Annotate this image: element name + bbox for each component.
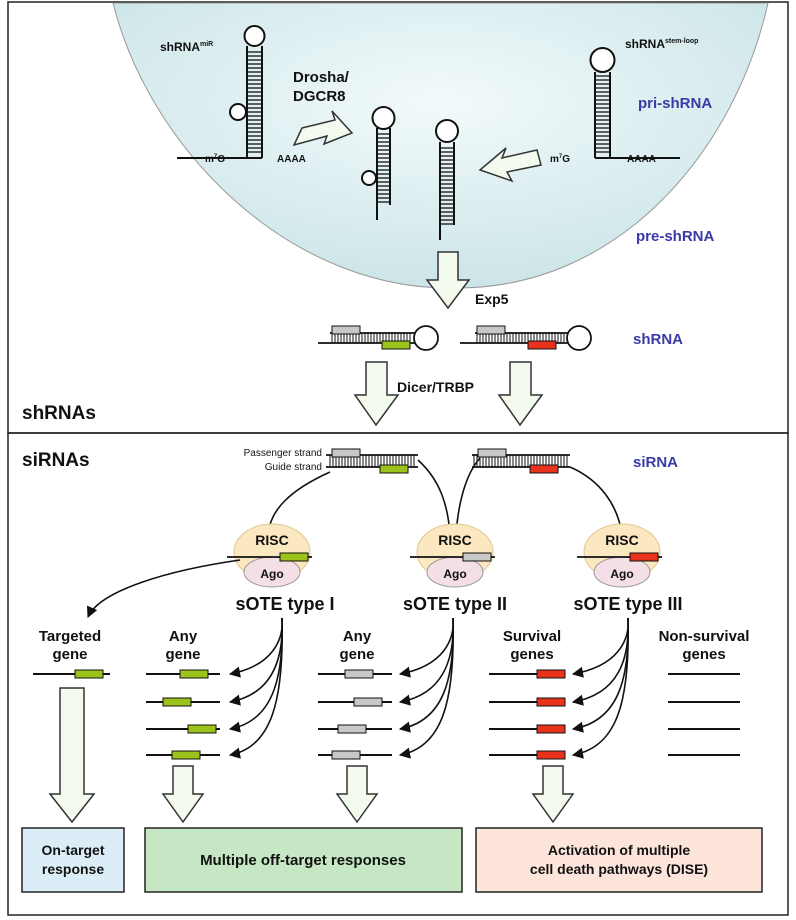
pre-shrna-mir (361, 106, 396, 220)
sirna-label: siRNA (633, 454, 678, 471)
risc-label: RISC (255, 532, 288, 548)
drosha-label-2: DGCR8 (293, 88, 346, 105)
dise-box (475, 827, 763, 893)
off-target-box (144, 827, 463, 893)
target-site (179, 669, 209, 679)
exp5-arrow (425, 251, 471, 310)
polya-right: AAAA (627, 154, 656, 165)
on-target-box (21, 827, 125, 893)
non-survival-genes-label-1: Non-survival (659, 628, 750, 645)
ago-label: Ago (260, 567, 283, 581)
risc-complex-3: RISC Ago (577, 523, 662, 588)
shrna-mir-label: shRNAmiR (160, 40, 213, 54)
risc-label: RISC (438, 532, 471, 548)
any-gene-label-1a: Any (169, 628, 198, 645)
shrna-label: shRNA (633, 331, 683, 348)
non-survival-genes-label-2: genes (682, 646, 725, 663)
m7g-left: m7G (205, 154, 225, 165)
on-target-block-arrow (48, 687, 96, 824)
polya-left: AAAA (277, 154, 306, 165)
off-target-arrow (228, 617, 284, 759)
target-site (536, 697, 566, 707)
on-target-text-2: response (42, 861, 104, 877)
dicer-label: Dicer/TRBP (397, 379, 474, 395)
sote-type-2-label: sOTE type II (403, 594, 507, 614)
target-site (162, 697, 192, 707)
dise-block-arrow (531, 765, 575, 824)
target-site (74, 669, 104, 679)
targeted-gene-label-2: gene (52, 646, 87, 663)
guide-seed (462, 552, 492, 562)
shrna-stem-loop-hairpin (589, 47, 680, 159)
survival-genes-label-1: Survival (503, 628, 561, 645)
ago-label: Ago (443, 567, 466, 581)
off-target-arrow (398, 617, 455, 733)
guide-strand-label: Guide strand (265, 462, 322, 473)
drosha-label-1: Drosha/ (293, 69, 350, 86)
dicer-arrow-right (497, 361, 544, 427)
pre-shrna-stem-loop (435, 119, 459, 240)
gene-lines (33, 669, 740, 760)
on-target-text-1: On-target (42, 842, 105, 858)
any-gene-label-1b: gene (165, 646, 200, 663)
shrna-right (460, 325, 592, 351)
passenger-strand-label: Passenger strand (244, 448, 322, 459)
off-target-arrow (228, 617, 283, 678)
guide-seed (629, 552, 659, 562)
guide-seed (279, 552, 309, 562)
pri-shrna-label: pri-shRNA (638, 95, 712, 112)
risc-label: RISC (605, 532, 638, 548)
shrna-left (318, 325, 439, 351)
off-target-arrow (571, 617, 630, 759)
target-site (353, 697, 383, 707)
any-gene-label-2a: Any (343, 628, 372, 645)
pre-shrna-label: pre-shRNA (636, 228, 715, 245)
risc-complex-2: RISC Ago (410, 523, 495, 588)
m7g-right: m7G (550, 154, 570, 165)
ago-label: Ago (610, 567, 633, 581)
target-site (536, 750, 566, 760)
off-target-block-arrow-2 (335, 765, 379, 824)
sirna-duplex-left (326, 448, 418, 474)
risc-complex-1: RISC Ago (227, 523, 312, 588)
sirna-panel (7, 432, 789, 916)
off-target-block-arrow-1 (161, 765, 205, 824)
off-target-text: Multiple off-target responses (200, 852, 406, 869)
on-target-arrow (86, 559, 241, 619)
any-gene-label-2b: gene (339, 646, 374, 663)
sote-type-3-label: sOTE type III (573, 594, 682, 614)
off-target-arrow (398, 617, 454, 678)
target-site (337, 724, 367, 734)
exp5-label: Exp5 (475, 291, 509, 307)
off-target-arrows (228, 617, 630, 759)
off-target-arrow (571, 617, 630, 733)
dise-text-2: cell death pathways (DISE) (530, 861, 708, 877)
target-site (536, 724, 566, 734)
target-site (536, 669, 566, 679)
shrna-stem-loop-label: shRNAstem-loop (625, 37, 698, 51)
dise-text-1: Activation of multiple (548, 842, 691, 858)
off-target-arrow (228, 617, 284, 733)
sirna-duplex-right (472, 448, 570, 474)
drosha-arrow-left (292, 110, 354, 147)
off-target-arrow (398, 617, 455, 759)
target-site (187, 724, 217, 734)
off-target-arrow (571, 617, 629, 678)
sirnas-section-label: siRNAs (22, 450, 90, 471)
shrna-mir-hairpin (177, 25, 266, 159)
dicer-arrow-left (353, 361, 400, 427)
target-site (331, 750, 361, 760)
target-site (171, 750, 201, 760)
target-site (344, 669, 374, 679)
sote-type-1-label: sOTE type I (235, 594, 334, 614)
drosha-arrow-right (478, 147, 542, 183)
shrnas-section-label: shRNAs (22, 403, 96, 424)
targeted-gene-label-1: Targeted (39, 628, 101, 645)
survival-genes-label-2: genes (510, 646, 553, 663)
